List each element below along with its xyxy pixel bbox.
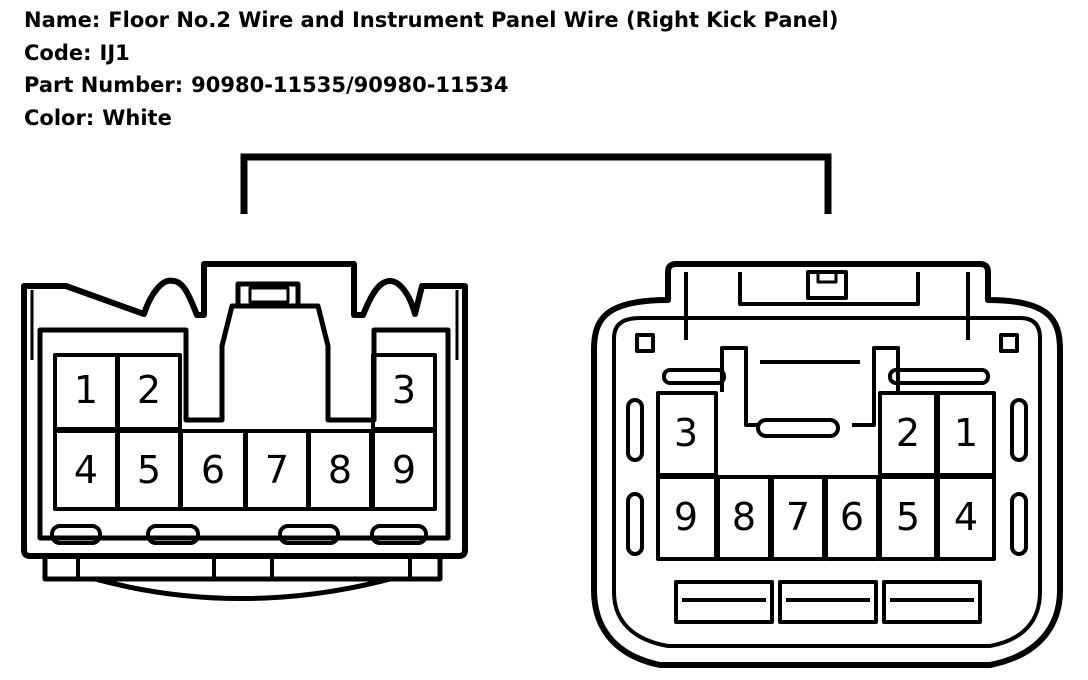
left-pin-number: 7	[265, 448, 289, 492]
left-pin-number: 3	[392, 368, 416, 412]
right-slot	[626, 398, 644, 462]
left-pin-number: 1	[74, 368, 98, 412]
right-pin-number: 7	[786, 495, 810, 539]
code-label: Code:	[24, 40, 92, 65]
right-corner-mark	[999, 333, 1019, 353]
name-label: Name:	[24, 8, 101, 32]
left-slot	[50, 524, 102, 545]
mating-bracket	[240, 153, 832, 214]
left-slot	[278, 524, 340, 545]
code-value: IJ1	[99, 40, 130, 65]
right-pin-number: 6	[840, 495, 864, 539]
left-pin-cavity	[371, 429, 437, 511]
left-connector-housing	[21, 261, 468, 559]
left-slot	[370, 524, 428, 545]
color-row: Color: White	[24, 102, 838, 135]
code-row: Code: IJ1	[24, 37, 838, 70]
connector-info: Name: Floor No.2 Wire and Instrument Pane…	[24, 4, 838, 134]
color-value: White	[102, 105, 172, 130]
right-pin-number: 4	[954, 495, 978, 539]
right-lock-tab	[738, 272, 920, 306]
part-number-value: 90980-11535/90980-11534	[191, 73, 509, 97]
right-slot	[662, 368, 726, 385]
right-latch-channel	[720, 346, 900, 427]
right-pin-number: 3	[674, 411, 698, 455]
name-row: Name: Floor No.2 Wire and Instrument Pane…	[24, 4, 838, 37]
left-pin-number: 5	[137, 448, 161, 492]
left-pin-number: 6	[201, 448, 225, 492]
right-pin-number: 2	[896, 411, 920, 455]
right-pin-number: 5	[896, 495, 920, 539]
right-slot	[756, 418, 840, 438]
right-slot	[1010, 398, 1028, 462]
right-pin-cavity	[936, 475, 996, 561]
right-connector-housing	[591, 261, 1063, 668]
left-pin-number: 9	[392, 448, 416, 492]
left-lock-tab	[235, 281, 301, 309]
right-corner-mark	[635, 333, 655, 353]
name-value: Floor No.2 Wire and Instrument Panel Wir…	[108, 8, 839, 32]
left-connector-inner	[37, 303, 451, 541]
right-connector-inner	[612, 316, 1042, 648]
left-connector-foot	[42, 553, 443, 582]
left-pin-number: 8	[328, 448, 352, 492]
part-number-label: Part Number:	[24, 73, 184, 97]
right-bottom-lock	[882, 580, 982, 624]
left-connector	[21, 261, 468, 601]
right-slot	[626, 492, 644, 556]
left-slot	[146, 524, 200, 545]
color-label: Color:	[24, 105, 95, 130]
right-pin-number: 1	[954, 411, 978, 455]
right-pin-number: 8	[732, 495, 756, 539]
right-slot	[1010, 492, 1028, 556]
right-slot	[888, 368, 990, 385]
right-bottom-lock	[778, 580, 878, 624]
right-bottom-lock	[674, 580, 774, 624]
left-pin-number: 2	[137, 368, 161, 412]
left-pin-number: 4	[74, 448, 98, 492]
right-pin-number: 9	[674, 495, 698, 539]
right-connector	[591, 261, 1063, 668]
part-number-row: Part Number: 90980-11535/90980-11534	[24, 69, 838, 102]
